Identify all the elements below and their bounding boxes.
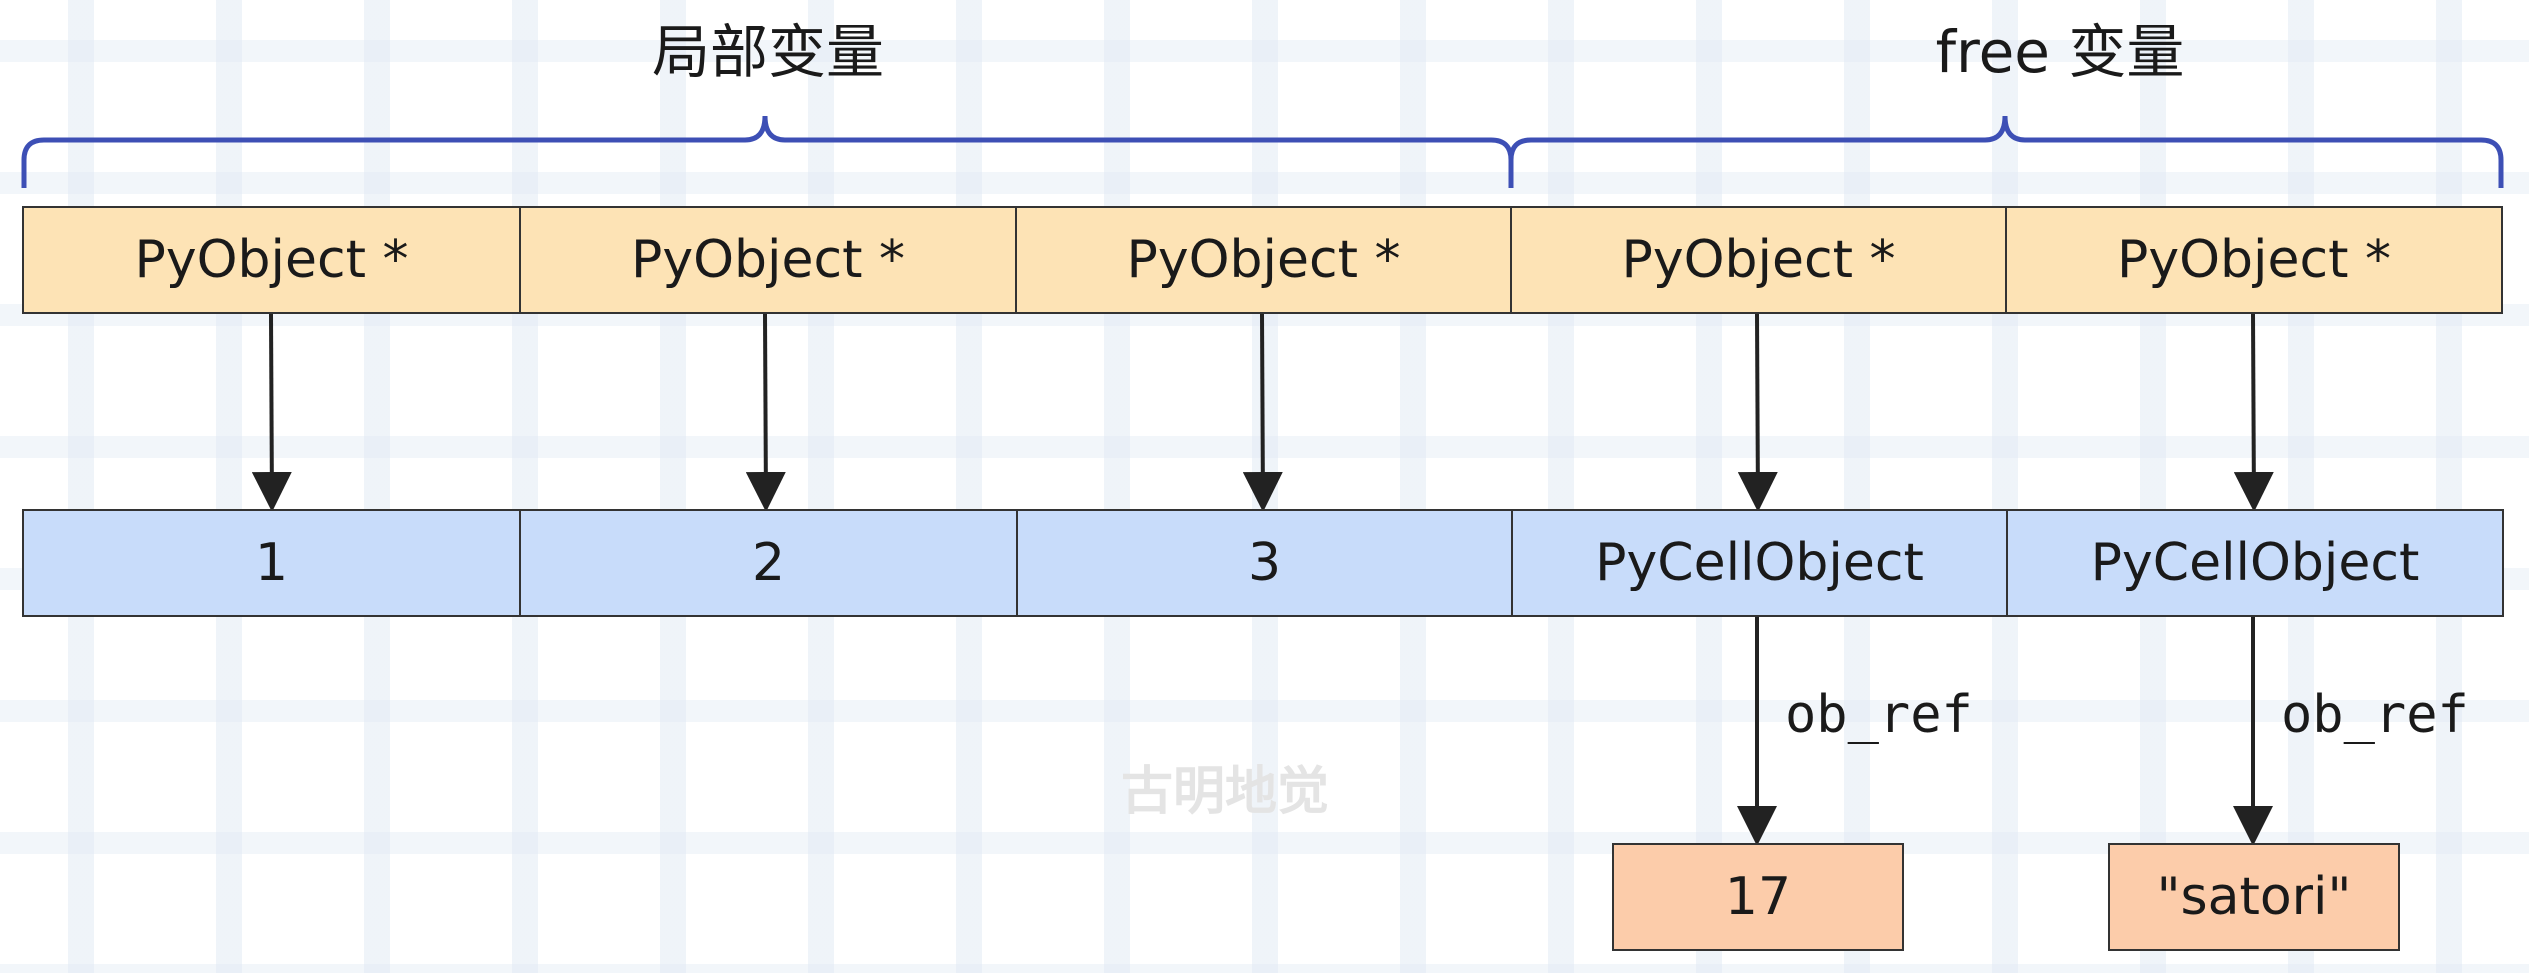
pointer-5-arrow (2233, 313, 2274, 512)
pointer-cell: PyObject * (1015, 206, 1512, 314)
watermark: 古明地觉 (1120, 762, 1329, 822)
object-cell: 2 (519, 509, 1018, 617)
object-cell: PyCellObject (2006, 509, 2504, 617)
object-cell: 3 (1016, 509, 1513, 617)
pointer-cell: PyObject * (1510, 206, 2007, 314)
pointer-cell: PyObject * (519, 206, 1017, 314)
object-cell: 1 (22, 509, 521, 617)
pointer-cell: PyObject * (2005, 206, 2503, 314)
local-variables-label: 局部变量 (651, 18, 884, 86)
pointer-cell: PyObject * (22, 206, 521, 314)
free-variables-brace (1508, 115, 2504, 188)
referenced-object-satori: "satori" (2108, 843, 2400, 951)
local-variables-brace (21, 115, 1514, 188)
ob-ref-label: ob_ref (2281, 685, 2469, 745)
ob-ref-label: ob_ref (1785, 685, 1973, 745)
referenced-object-17: 17 (1612, 843, 1904, 951)
pointer-3-arrow (1242, 313, 1283, 512)
pointer-1-arrow (251, 313, 292, 512)
object-cell: PyCellObject (1511, 509, 2008, 617)
free-variables-label: free 变量 (1935, 18, 2185, 86)
pointer-4-arrow (1737, 313, 1778, 512)
pointer-2-arrow (745, 313, 786, 512)
